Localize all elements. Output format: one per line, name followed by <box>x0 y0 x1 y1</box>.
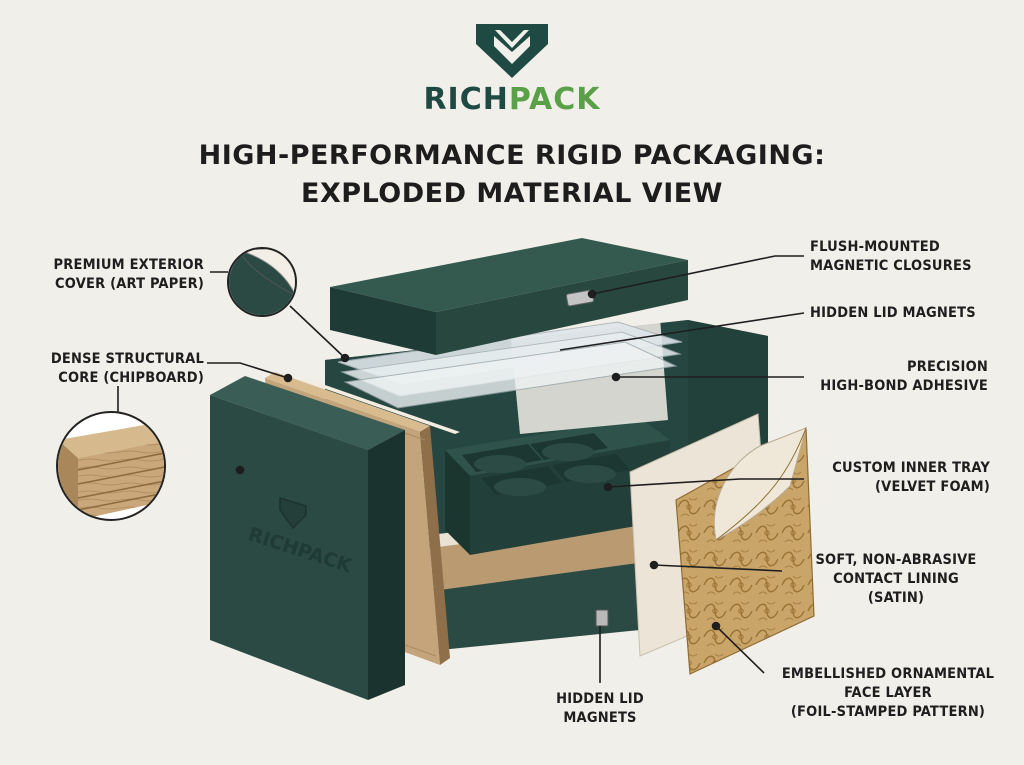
label-hidden-lid-magnets-bottom: HIDDEN LID MAGNETS <box>556 691 644 726</box>
label-flush-closures: FLUSH-MOUNTED MAGNETIC CLOSURES <box>810 239 972 274</box>
label-exterior-cover: PREMIUM EXTERIOR COVER (ART PAPER) <box>53 257 204 292</box>
art-paper-inset <box>227 247 297 317</box>
brand-name-part1: RICH <box>423 82 509 117</box>
richpack-logo-icon <box>476 24 548 78</box>
floating-lid <box>330 238 688 355</box>
label-inner-tray: CUSTOM INNER TRAY (VELVET FOAM) <box>832 460 990 495</box>
page-title-line1: HIGH-PERFORMANCE RIGID PACKAGING: <box>198 140 826 171</box>
acrylic-layers <box>337 321 683 409</box>
label-structural-core: DENSE STRUCTURAL CORE (CHIPBOARD) <box>50 351 204 386</box>
inner-tray-velvet <box>445 418 670 555</box>
label-adhesive: PRECISION HIGH-BOND ADHESIVE <box>820 359 988 394</box>
exterior-cover-panel: RICHPACK <box>210 376 405 700</box>
label-hidden-lid-magnets-top: HIDDEN LID MAGNETS <box>810 305 976 321</box>
label-contact-lining: SOFT, NON-ABRASIVE CONTACT LINING (SATIN… <box>815 552 977 606</box>
leader-lines <box>117 255 805 683</box>
ornamental-face-sheet <box>675 427 815 675</box>
embossed-logo-icon <box>279 496 307 530</box>
brand-wordmark: RICHPACK <box>0 82 1024 117</box>
label-face-layer: EMBELLISHED ORNAMENTAL FACE LAYER (FOIL-… <box>781 666 995 720</box>
brand-name-part2: PACK <box>508 82 601 117</box>
chipboard-core-inset <box>56 411 166 521</box>
page-title-line2: EXPLODED MATERIAL VIEW <box>301 178 723 209</box>
